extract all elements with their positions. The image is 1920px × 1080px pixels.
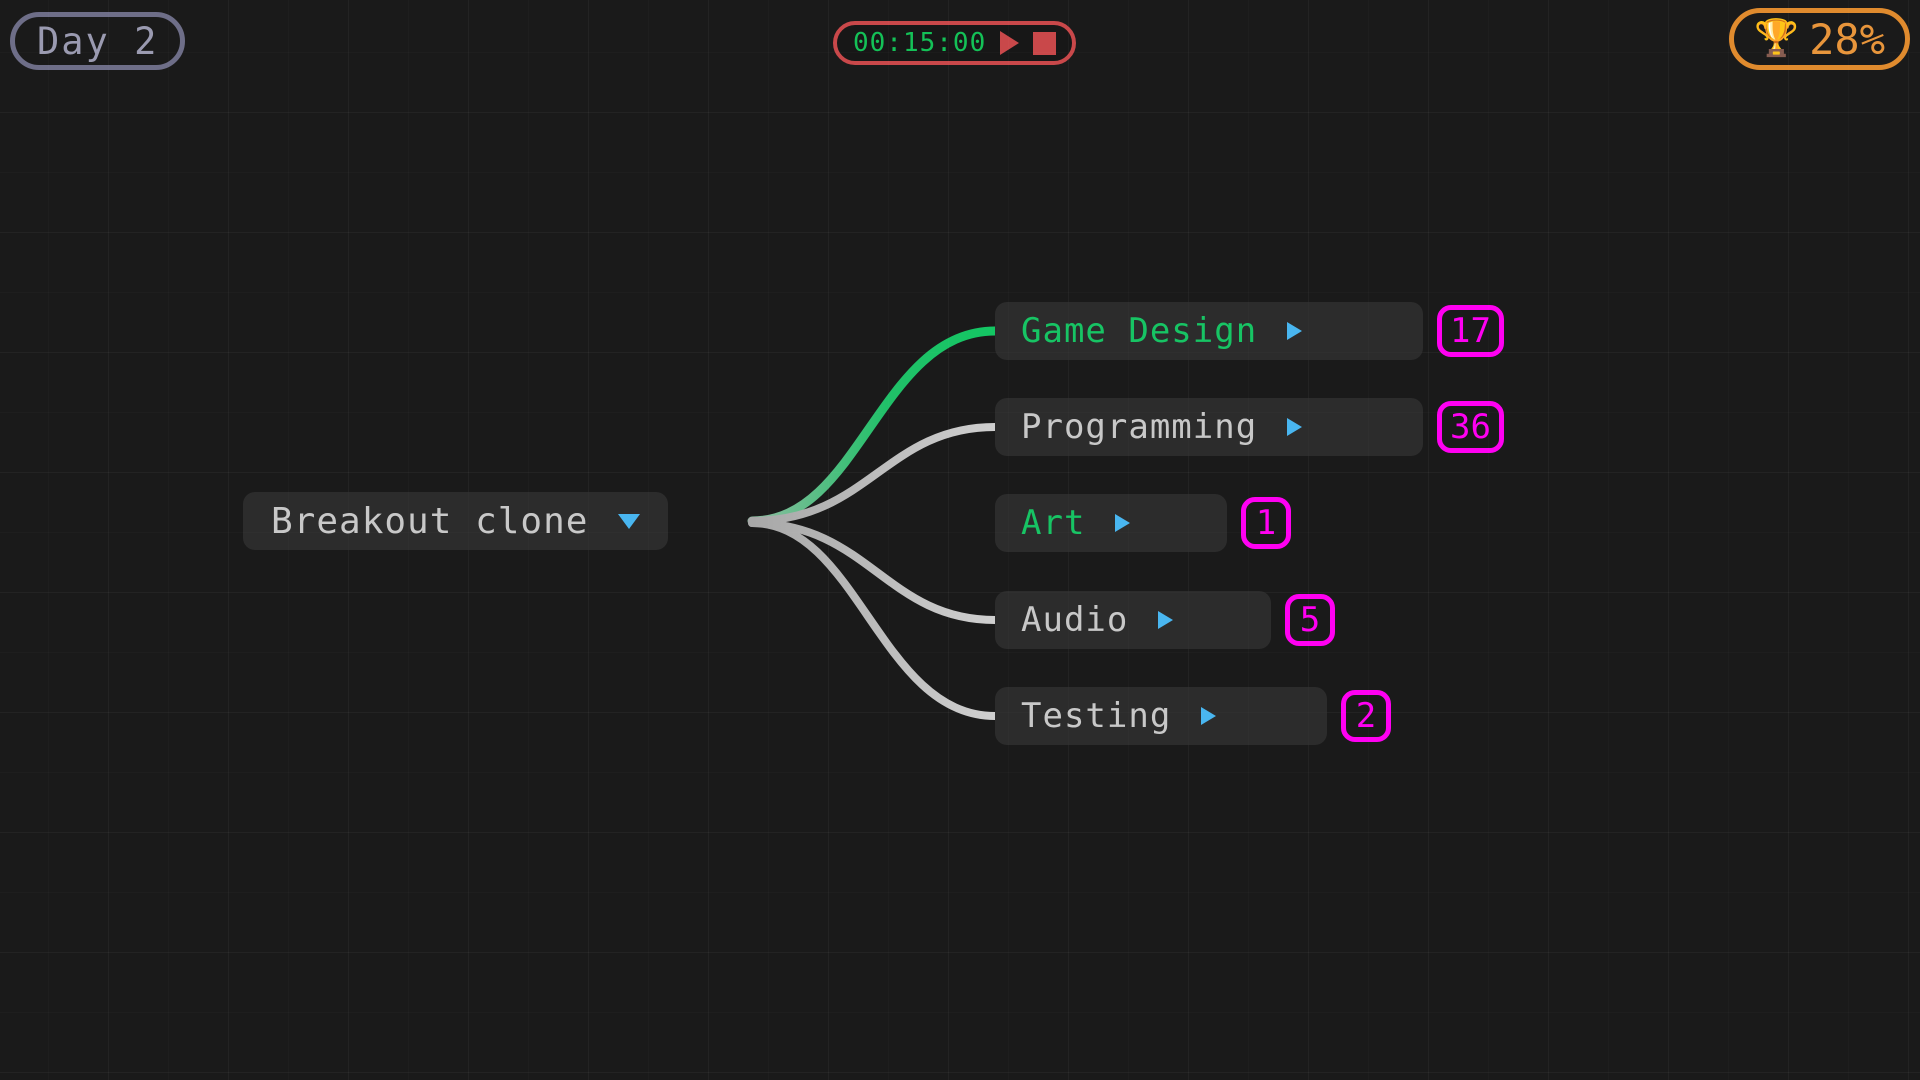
root-node-label: Breakout clone [271,500,589,542]
timer-play-button[interactable] [1000,31,1020,55]
play-triangle-icon [1000,31,1020,55]
stop-square-icon [1033,31,1057,55]
edge-to-game-design [747,326,1000,526]
chevron-right-icon[interactable] [1201,707,1217,725]
task-count-badge-testing: 2 [1341,690,1391,742]
branch-node-game-design[interactable]: Game Design [995,302,1423,360]
chevron-right-icon[interactable] [1158,611,1174,629]
branch-node-label: Game Design [1021,311,1258,351]
day-counter-label: Day 2 [37,19,159,63]
timer-widget[interactable]: 00:15:00 [833,21,1077,65]
task-count-badge-game-design: 17 [1437,305,1504,357]
chevron-right-icon[interactable] [1287,418,1303,436]
timer-stop-button[interactable] [1033,31,1057,55]
edge-to-testing [748,519,999,720]
branch-node-testing[interactable]: Testing [995,687,1327,745]
chevron-right-icon[interactable] [1287,322,1303,340]
task-count-badge-audio: 5 [1285,594,1335,646]
edge-to-audio [748,519,999,624]
branch-node-label: Audio [1021,600,1129,640]
chevron-down-icon[interactable] [618,513,641,529]
progress-percent-label: 28% [1809,14,1885,64]
chevron-right-icon[interactable] [1115,514,1131,532]
branch-node-art[interactable]: Art [995,494,1227,552]
task-count-badge-programming: 36 [1437,401,1504,453]
branch-node-audio[interactable]: Audio [995,591,1271,649]
edge-to-programming [748,423,999,525]
trophy-icon: 🏆 [1754,18,1800,59]
root-node[interactable]: Breakout clone [243,492,669,550]
branch-node-programming[interactable]: Programming [995,398,1423,456]
day-counter-badge: Day 2 [10,12,186,70]
progress-score-badge: 🏆 28% [1729,8,1910,70]
branch-node-label: Programming [1021,407,1258,447]
branch-node-label: Art [1021,503,1086,543]
timer-display: 00:15:00 [853,28,987,58]
branch-node-label: Testing [1021,696,1172,736]
task-count-badge-art: 1 [1241,497,1291,549]
